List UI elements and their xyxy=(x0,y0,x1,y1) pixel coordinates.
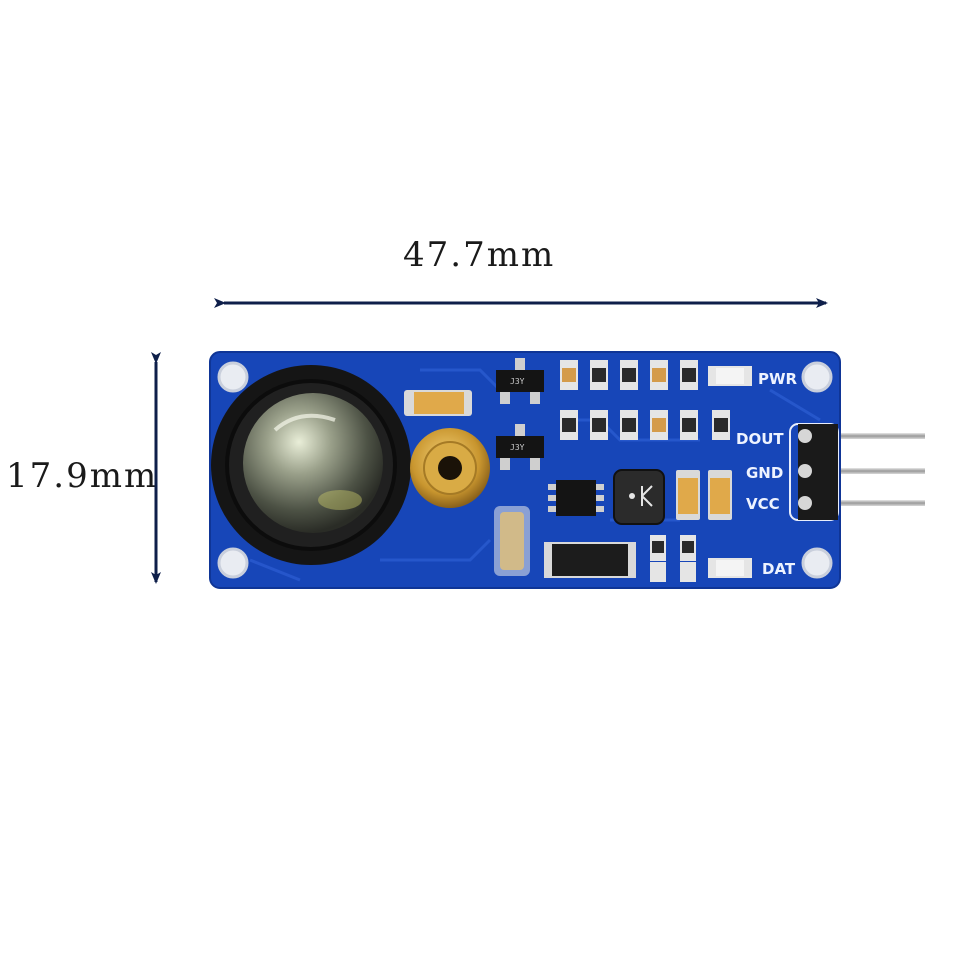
transistor-q1-mark: J3Y xyxy=(510,377,525,386)
smd-passives xyxy=(560,360,752,582)
inductor xyxy=(613,469,665,525)
tantalum-capacitors-pair xyxy=(676,470,732,520)
height-dimension-label: 17.9mm xyxy=(6,456,159,496)
laser-emitter xyxy=(410,428,490,508)
silk-label-dat: DAT xyxy=(762,560,796,578)
soic-chip xyxy=(548,480,604,516)
mounting-holes xyxy=(217,361,833,579)
smd-diode xyxy=(544,542,636,578)
transistor-q1: J3Y xyxy=(496,358,544,404)
header-pins xyxy=(835,433,925,506)
transistor-q2: J3Y xyxy=(496,424,544,470)
receiver-lens xyxy=(211,365,411,565)
tantalum-capacitor xyxy=(404,390,472,416)
width-dimension-label: 47.7mm xyxy=(403,235,556,275)
silk-label-dout: DOUT xyxy=(736,430,784,448)
photodiode xyxy=(494,506,530,576)
transistor-q2-mark: J3Y xyxy=(510,443,525,452)
silk-label-pwr: PWR xyxy=(758,370,798,388)
silk-label-vcc: VCC xyxy=(746,495,780,513)
pin-header xyxy=(789,423,839,521)
silk-label-gnd: GND xyxy=(746,464,783,482)
